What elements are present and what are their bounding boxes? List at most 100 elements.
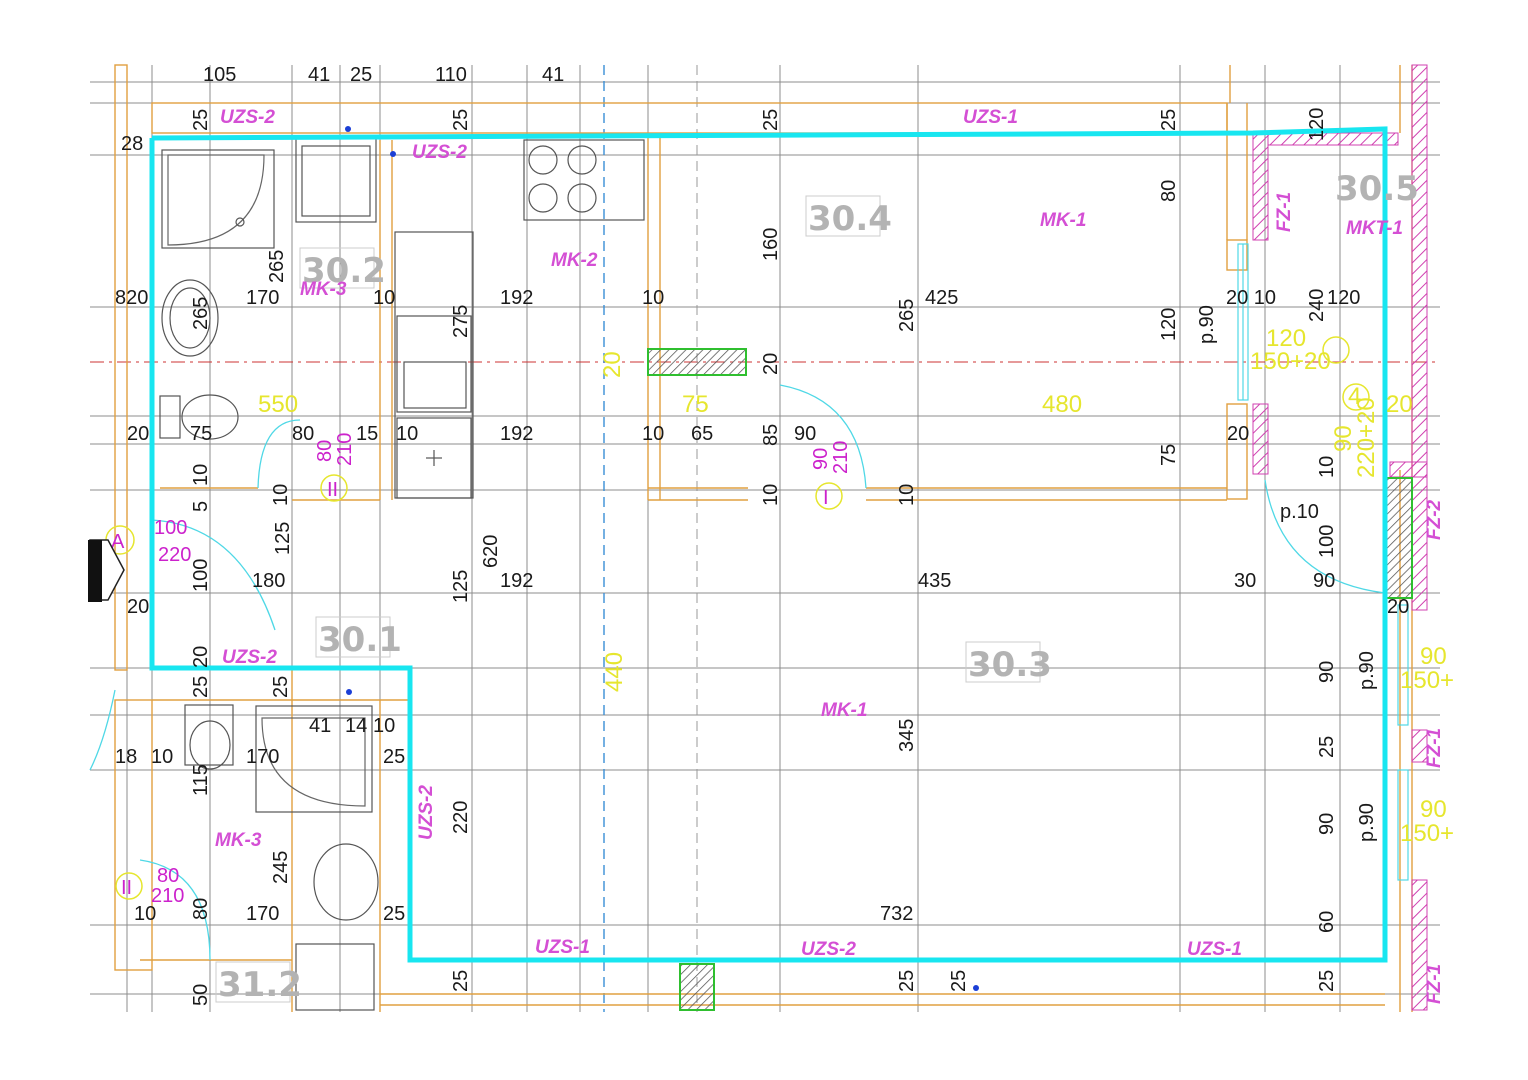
dimension-label: 10 xyxy=(134,903,156,925)
dimension-label: 25 xyxy=(896,970,918,992)
yellow-annotation: 550 xyxy=(258,391,298,418)
dimension-label: 25 xyxy=(948,970,970,992)
material-label: UZS-2 xyxy=(416,785,437,840)
material-label: MK-1 xyxy=(821,700,867,721)
dimension-label: 41 xyxy=(542,64,564,86)
dimension-label: 90 xyxy=(1316,661,1338,683)
dimension-label: 180 xyxy=(252,570,285,592)
dimension-label: 15 xyxy=(356,423,378,445)
material-label: UZS-2 xyxy=(801,939,856,960)
dimension-label: 265 xyxy=(190,297,212,330)
room-label-30-4: 30.4 xyxy=(808,199,892,239)
material-label: UZS-2 xyxy=(220,107,275,128)
material-label: FZ-1 xyxy=(1424,728,1445,768)
dimension-label: 275 xyxy=(450,305,472,338)
dimension-label: 14 xyxy=(345,715,367,737)
yellow-annotation: 120 xyxy=(1266,325,1306,352)
yellow-annotation: 480 xyxy=(1042,391,1082,418)
dimension-label: 732 xyxy=(880,903,913,925)
material-label: UZS-1 xyxy=(963,107,1018,128)
walls xyxy=(114,64,1413,1012)
dimension-label: 10 xyxy=(373,287,395,309)
material-label: MK-3 xyxy=(215,830,262,851)
dimension-label: 10 xyxy=(896,484,918,506)
dimension-label: 10 xyxy=(190,464,212,486)
hob xyxy=(523,139,645,221)
dimension-label: 80 xyxy=(190,898,212,920)
door-mark: I xyxy=(823,487,829,509)
dimension-label: 18 xyxy=(115,746,137,768)
dimension-label: 265 xyxy=(266,250,288,283)
washbasin xyxy=(161,279,219,357)
dimension-label: 85 xyxy=(760,424,782,446)
dimension-label: 41 xyxy=(308,64,330,86)
dimension-label: 90 xyxy=(1316,813,1338,835)
yellow-annotation: 4 xyxy=(1348,383,1361,410)
dimension-label: 5 xyxy=(190,501,212,512)
material-label: FZ-2 xyxy=(1424,499,1445,540)
dimension-label: 820 xyxy=(115,287,148,309)
dimension-label: 110 xyxy=(435,64,467,86)
windows xyxy=(1237,243,1409,881)
dimension-label: 25 xyxy=(383,903,405,925)
dimension-label: 20 xyxy=(760,353,782,375)
door-size-label: 210 xyxy=(151,885,184,907)
dimension-label: 30 xyxy=(1234,570,1256,592)
material-label: MK-3 xyxy=(300,279,347,300)
dimension-label: 25 xyxy=(760,109,782,131)
door-size-label: 80 xyxy=(157,865,179,887)
yellow-annotation: 440 xyxy=(601,652,628,692)
yellow-annotation: 150+20 xyxy=(1250,348,1331,375)
material-label: UZS-2 xyxy=(412,142,467,163)
toilet-2 xyxy=(184,704,234,766)
fixtures xyxy=(159,137,645,1011)
dimension-label: 20 10 xyxy=(1226,287,1276,309)
dimension-label: 60 xyxy=(1316,911,1338,933)
material-label: UZS-2 xyxy=(222,647,277,668)
shower-tray xyxy=(161,149,275,249)
dimension-label: p.90 xyxy=(1196,305,1218,344)
dimension-label: p.90 xyxy=(1356,803,1378,842)
dimension-label: 345 xyxy=(896,719,918,752)
dimension-label: 20 xyxy=(127,596,149,618)
dimension-label: 25 xyxy=(190,676,212,698)
door-size-label: 90 xyxy=(810,448,832,470)
dimension-label: 90 xyxy=(1313,570,1335,592)
dimension-label: 192 xyxy=(500,423,533,445)
dimension-label: 10 xyxy=(396,423,418,445)
dimension-label: 170 xyxy=(246,903,279,925)
dimension-label: 28 xyxy=(121,133,143,155)
bath-cabinet-2 xyxy=(295,943,375,1011)
dimension-label: 80 xyxy=(292,423,314,445)
dimension-label: 25 xyxy=(1316,970,1338,992)
dimension-label: 125 xyxy=(272,522,294,555)
material-label: UZS-1 xyxy=(535,937,590,958)
yellow-annotation: 150+ xyxy=(1400,820,1454,847)
dimension-label: 25 xyxy=(450,109,472,131)
sink xyxy=(396,315,472,413)
door-size-label: 100 xyxy=(154,517,187,539)
dimension-label: 25 xyxy=(1316,736,1338,758)
yellow-annotation: 20 xyxy=(1386,391,1413,418)
room-label-30-2: 30.2 xyxy=(302,251,386,291)
material-label: UZS-1 xyxy=(1187,939,1242,960)
dimension-label: 10 xyxy=(642,423,664,445)
dimension-label: 25 xyxy=(350,64,372,86)
dimension-label: 20 xyxy=(1227,423,1249,445)
shower-2 xyxy=(255,705,373,813)
yellow-annotation: 90 xyxy=(1330,425,1357,452)
dimension-label: 20 xyxy=(190,646,212,668)
dimension-label: 10 xyxy=(642,287,664,309)
dimension-label: 65 xyxy=(691,423,713,445)
dimension-label: 10 xyxy=(151,746,173,768)
dimension-label: 240 xyxy=(1306,289,1328,322)
electrical-points xyxy=(345,126,979,991)
dimension-label: 20 xyxy=(1387,596,1409,618)
dimension-label: 265 xyxy=(896,299,918,332)
yellow-annotation: 150+ xyxy=(1400,667,1454,694)
yellow-annotation: 90 xyxy=(1420,643,1447,670)
entrance-marker xyxy=(88,539,125,602)
dimension-label: p.10 xyxy=(1280,501,1319,523)
material-label: FZ-1 xyxy=(1274,192,1295,232)
